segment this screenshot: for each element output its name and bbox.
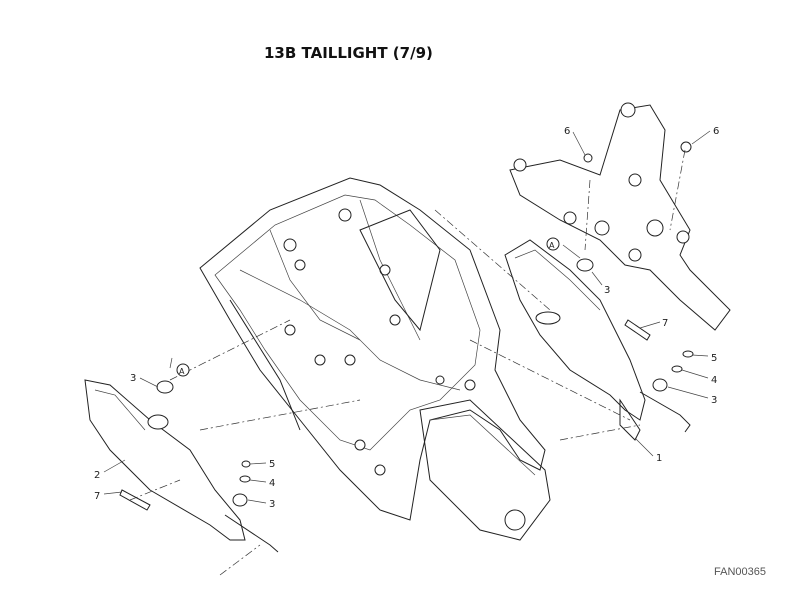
callout-6: 6: [713, 126, 719, 137]
rear-subframe: [199, 177, 551, 541]
callout-3: 3: [130, 373, 136, 384]
callout-3: 3: [711, 395, 717, 406]
callout-2: 2: [94, 470, 100, 481]
callout-1: 1: [656, 453, 662, 464]
callout-3: 3: [604, 285, 610, 296]
right-light-cover: [504, 141, 694, 441]
callout-a: A: [179, 367, 185, 376]
leader-lines: [103, 130, 711, 504]
left-light-cover: [84, 379, 279, 553]
callout-5: 5: [269, 459, 275, 470]
callouts: 6 6 A 3 7 5 4 3 1 3 A 2 7 5 4 3: [94, 126, 719, 510]
callout-3: 3: [269, 499, 275, 510]
callout-a: A: [549, 241, 555, 250]
callout-4: 4: [269, 478, 275, 489]
callout-7: 7: [94, 491, 100, 502]
callout-7: 7: [662, 318, 668, 329]
drawing-code: FAN00365: [714, 566, 766, 578]
alignment-lines: [129, 149, 686, 576]
page-title: 13B TAILLIGHT (7/9): [264, 44, 433, 62]
reference-marker-a: [546, 237, 560, 251]
callout-5: 5: [711, 353, 717, 364]
callout-6: 6: [564, 126, 570, 137]
upper-bracket: [509, 102, 731, 331]
reference-marker-a: [176, 363, 190, 377]
callout-4: 4: [711, 375, 717, 386]
